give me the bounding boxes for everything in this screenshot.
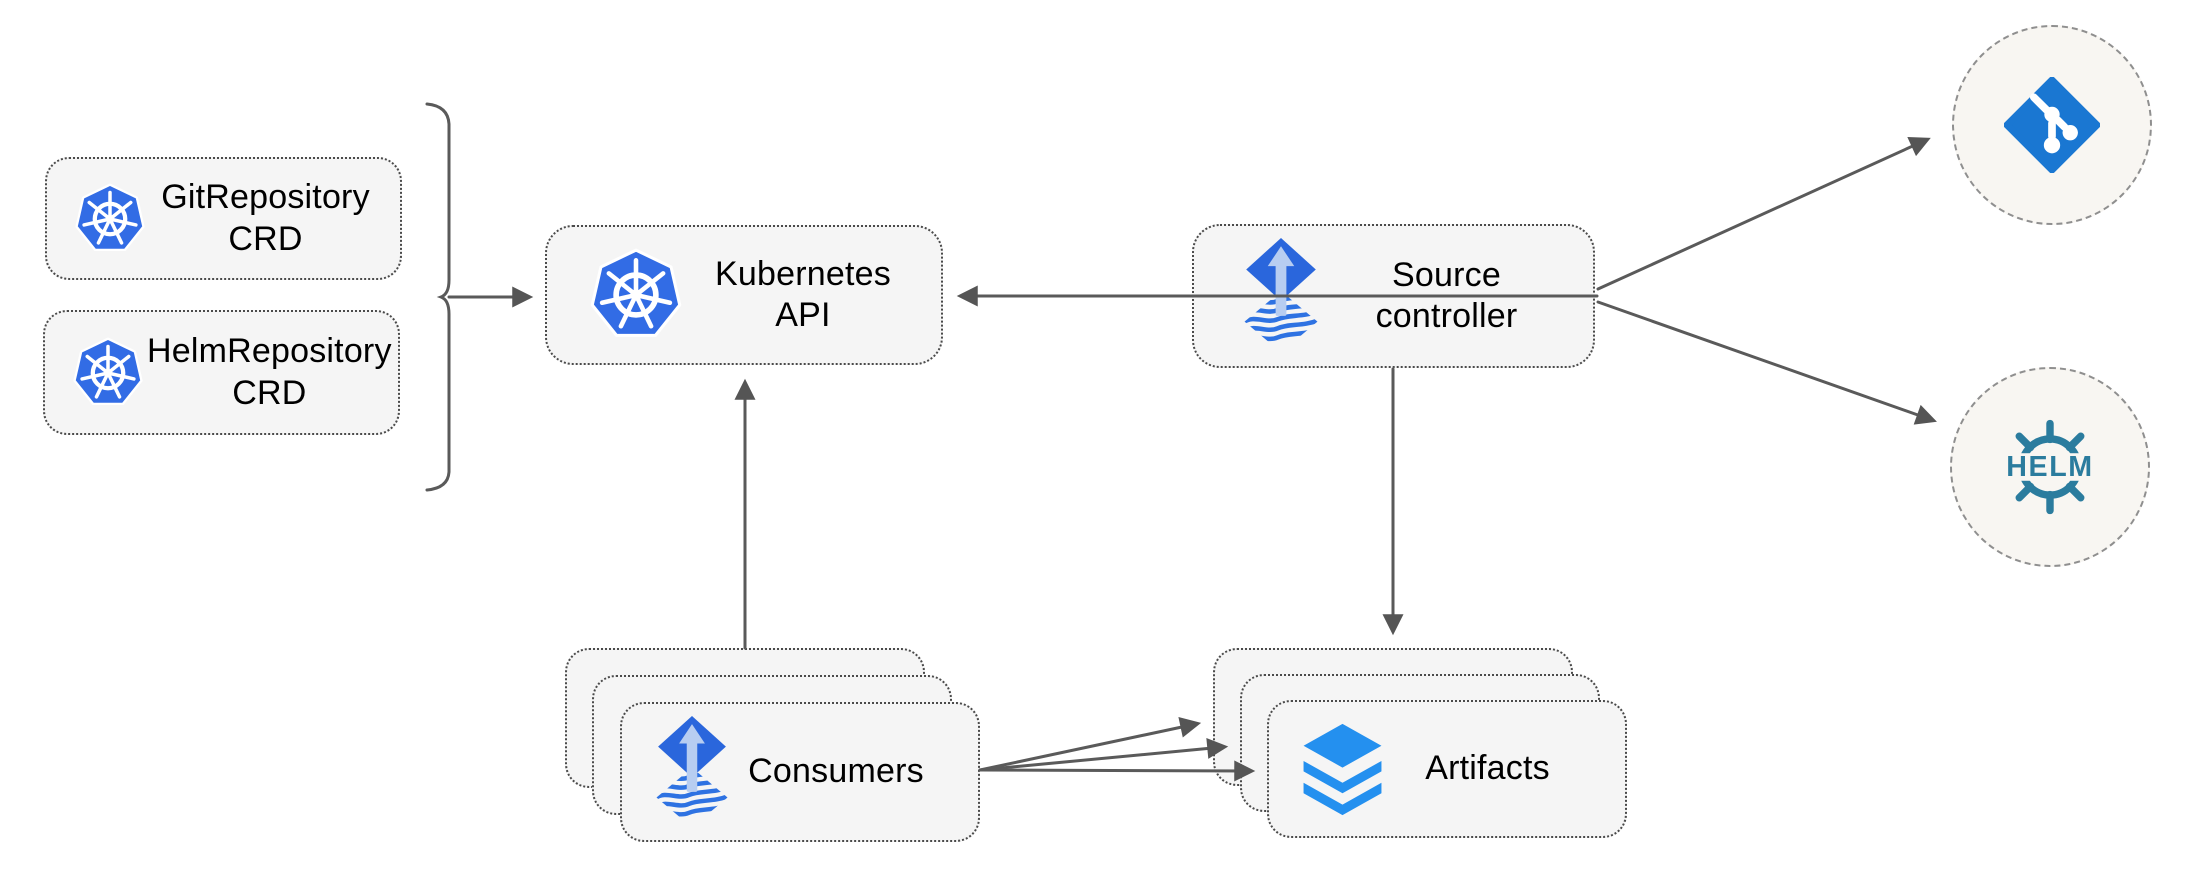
- node-git-remote: [1952, 25, 2152, 225]
- node-kubernetes-api: Kubernetes API: [545, 225, 943, 365]
- helm-icon: HELM: [1999, 419, 2101, 515]
- flux-icon: [1244, 238, 1318, 344]
- git-icon: [2004, 77, 2100, 173]
- node-label: Source controller: [1375, 255, 1518, 335]
- node-label: Consumers: [748, 752, 924, 791]
- node-source-controller: Source controller: [1192, 224, 1595, 368]
- node-label: GitRepository CRD: [161, 178, 370, 258]
- node-label: HelmRepository CRD: [147, 332, 392, 412]
- node-artifacts: Artifacts: [1267, 700, 1627, 838]
- node-helm-repository-crd: HelmRepository CRD: [43, 310, 400, 435]
- node-git-repository-crd: GitRepository CRD: [45, 157, 402, 280]
- node-helm-remote: HELM: [1950, 367, 2150, 567]
- kubernetes-icon: [75, 183, 145, 251]
- kubernetes-icon: [73, 337, 143, 405]
- helm-logo-text: HELM: [2006, 451, 2093, 483]
- layers-icon: [1303, 723, 1382, 815]
- flux-icon: [656, 715, 728, 818]
- node-label: Kubernetes API: [715, 254, 891, 334]
- node-label: Artifacts: [1425, 749, 1550, 788]
- kubernetes-icon: [590, 248, 682, 337]
- node-consumers: Consumers: [620, 702, 980, 842]
